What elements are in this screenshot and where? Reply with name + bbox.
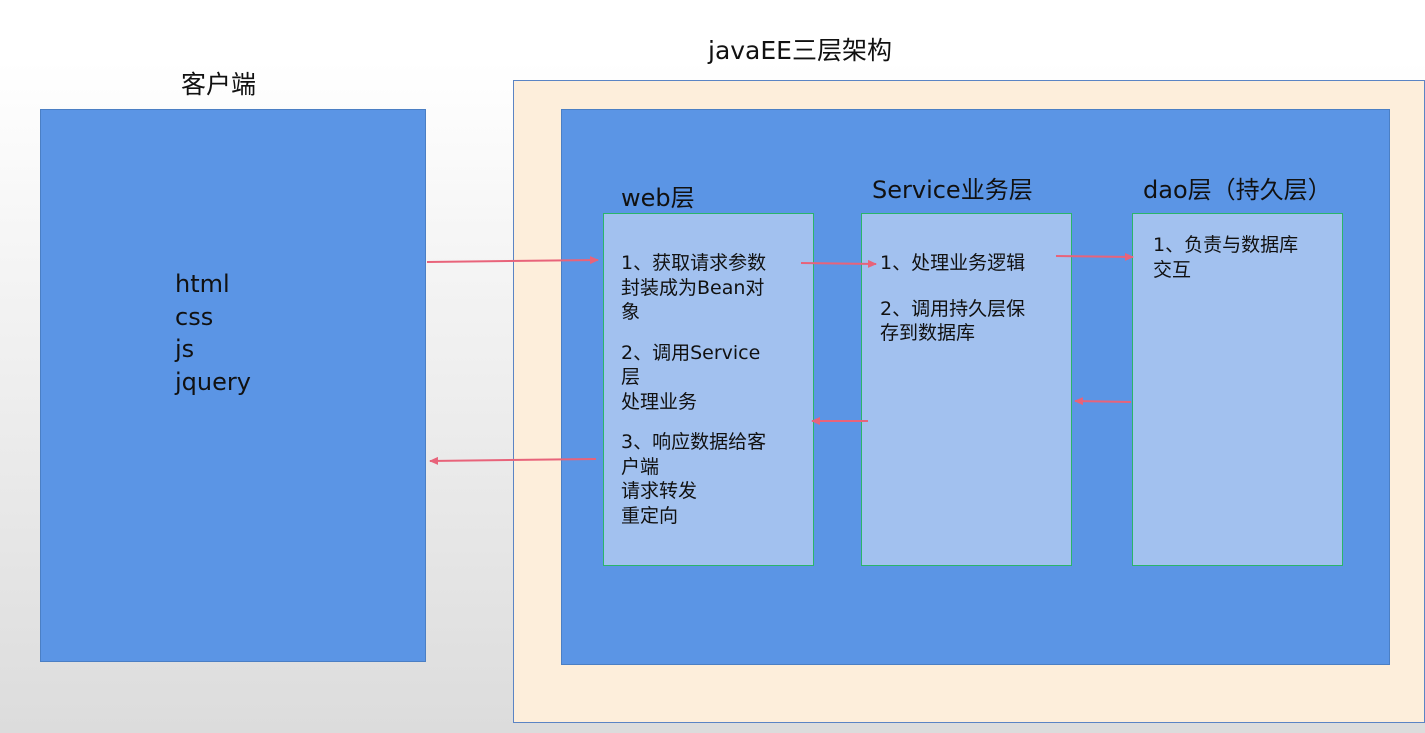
web-step-3-line: 请求转发 (621, 480, 698, 502)
arrow-web-to-client (429, 456, 597, 465)
service-step-1-line: 1、处理业务逻辑 (880, 252, 1026, 274)
dao-layer-box (1132, 213, 1343, 566)
client-tech-list: html css js jquery (175, 268, 251, 398)
arrow-web-to-service (800, 259, 877, 268)
dao-layer-title: dao层（持久层） (1143, 176, 1332, 204)
diagram-title: javaEE三层架构 (708, 36, 892, 65)
service-step-2-line: 2、调用持久层保 (880, 297, 1026, 320)
web-step-3-line: 户端 (621, 455, 660, 478)
service-layer-title: Service业务层 (872, 176, 1033, 204)
service-layer-box (861, 213, 1072, 566)
client-tech-item: jquery (175, 367, 251, 396)
dao-step-1-line: 交互 (1153, 258, 1192, 281)
web-step-1-line: 封装成为Bean对 (621, 276, 765, 299)
arrow-dao-to-service (1074, 397, 1132, 406)
arrow-client-to-web (426, 256, 599, 265)
web-step-1-line: 1、获取请求参数 (621, 252, 767, 274)
web-step-2-line: 处理业务 (621, 390, 698, 413)
web-step-1-line: 象 (621, 301, 641, 323)
web-step-3-line: 重定向 (621, 504, 679, 527)
service-layer-text: 1、处理业务逻辑 2、调用持久层保 存到数据库 (880, 251, 1025, 346)
web-layer-box (603, 213, 814, 566)
web-step-2-line: 层 (621, 366, 641, 388)
client-title: 客户端 (181, 70, 257, 99)
client-tech-item: js (175, 335, 195, 363)
web-step-2-line: 2、调用Service (621, 341, 761, 364)
web-layer-title: web层 (621, 184, 695, 212)
dao-layer-text: 1、负责与数据库 交互 (1153, 233, 1298, 282)
client-tech-item: html (175, 270, 230, 298)
web-layer-text: 1、获取请求参数 封装成为Bean对 象 2、调用Service 层 处理业务 … (621, 251, 766, 528)
client-box (40, 109, 426, 662)
dao-step-1-line: 1、负责与数据库 (1153, 234, 1299, 256)
arrow-service-to-dao (1055, 252, 1134, 261)
service-step-2-line: 存到数据库 (880, 322, 976, 344)
web-step-3-line: 3、响应数据给客 (621, 431, 767, 453)
client-tech-item: css (175, 302, 214, 331)
